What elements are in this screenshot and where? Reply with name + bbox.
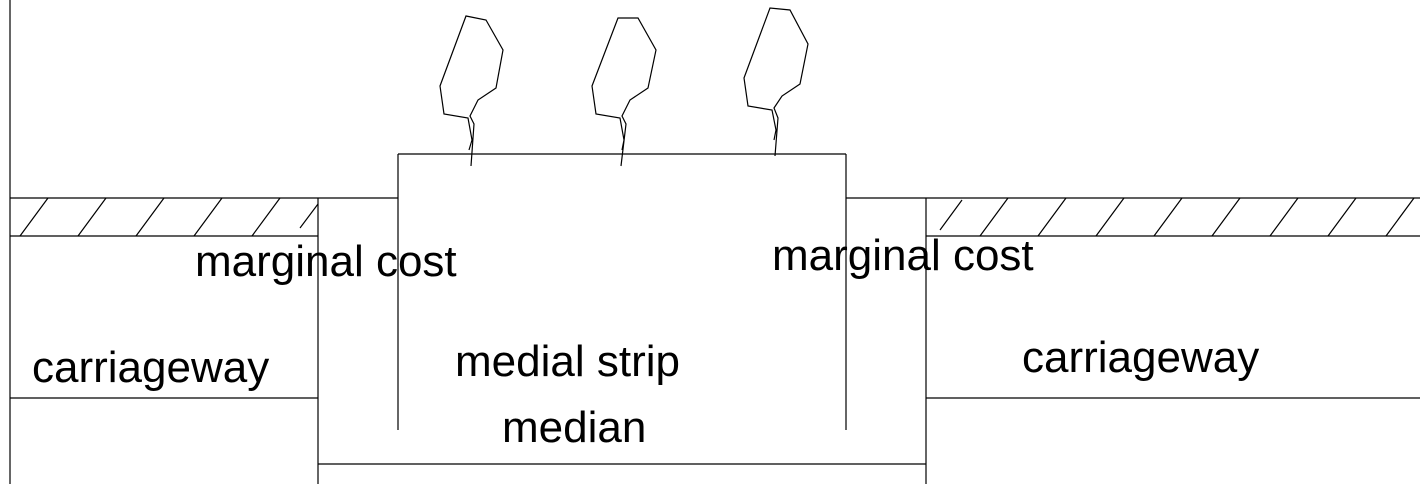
hatch-line [135,197,165,237]
medial-strip-label: medial strip [455,337,680,386]
hatch-line [1385,197,1415,237]
tree-icon [439,15,504,167]
hatch-line [193,197,223,237]
left-hatched-surface [10,197,398,237]
hatch-line [1095,197,1125,237]
median-label: median [502,403,646,452]
medial-strip-block [397,153,847,430]
marginal-cost-right-label: marginal cost [772,231,1034,280]
hatch-line [77,197,107,237]
carriageway-right-label: carriageway [1022,333,1259,382]
hatch-line [1037,197,1067,237]
hatch-line [1211,197,1241,237]
hatch-line [1327,197,1357,237]
right-hatched-surface [846,197,1420,237]
hatch-line [251,197,281,237]
hatch-line [19,197,49,237]
hatch-line [1153,197,1183,237]
hatch-line [1269,197,1299,237]
hatch-line [979,197,1009,237]
marginal-cost-left-label: marginal cost [195,237,457,286]
hatch-line [939,199,963,231]
tree-icon [743,7,809,157]
carriageway-left-label: carriageway [32,343,269,392]
tree-icon [591,17,657,167]
hatch-line [299,203,319,229]
